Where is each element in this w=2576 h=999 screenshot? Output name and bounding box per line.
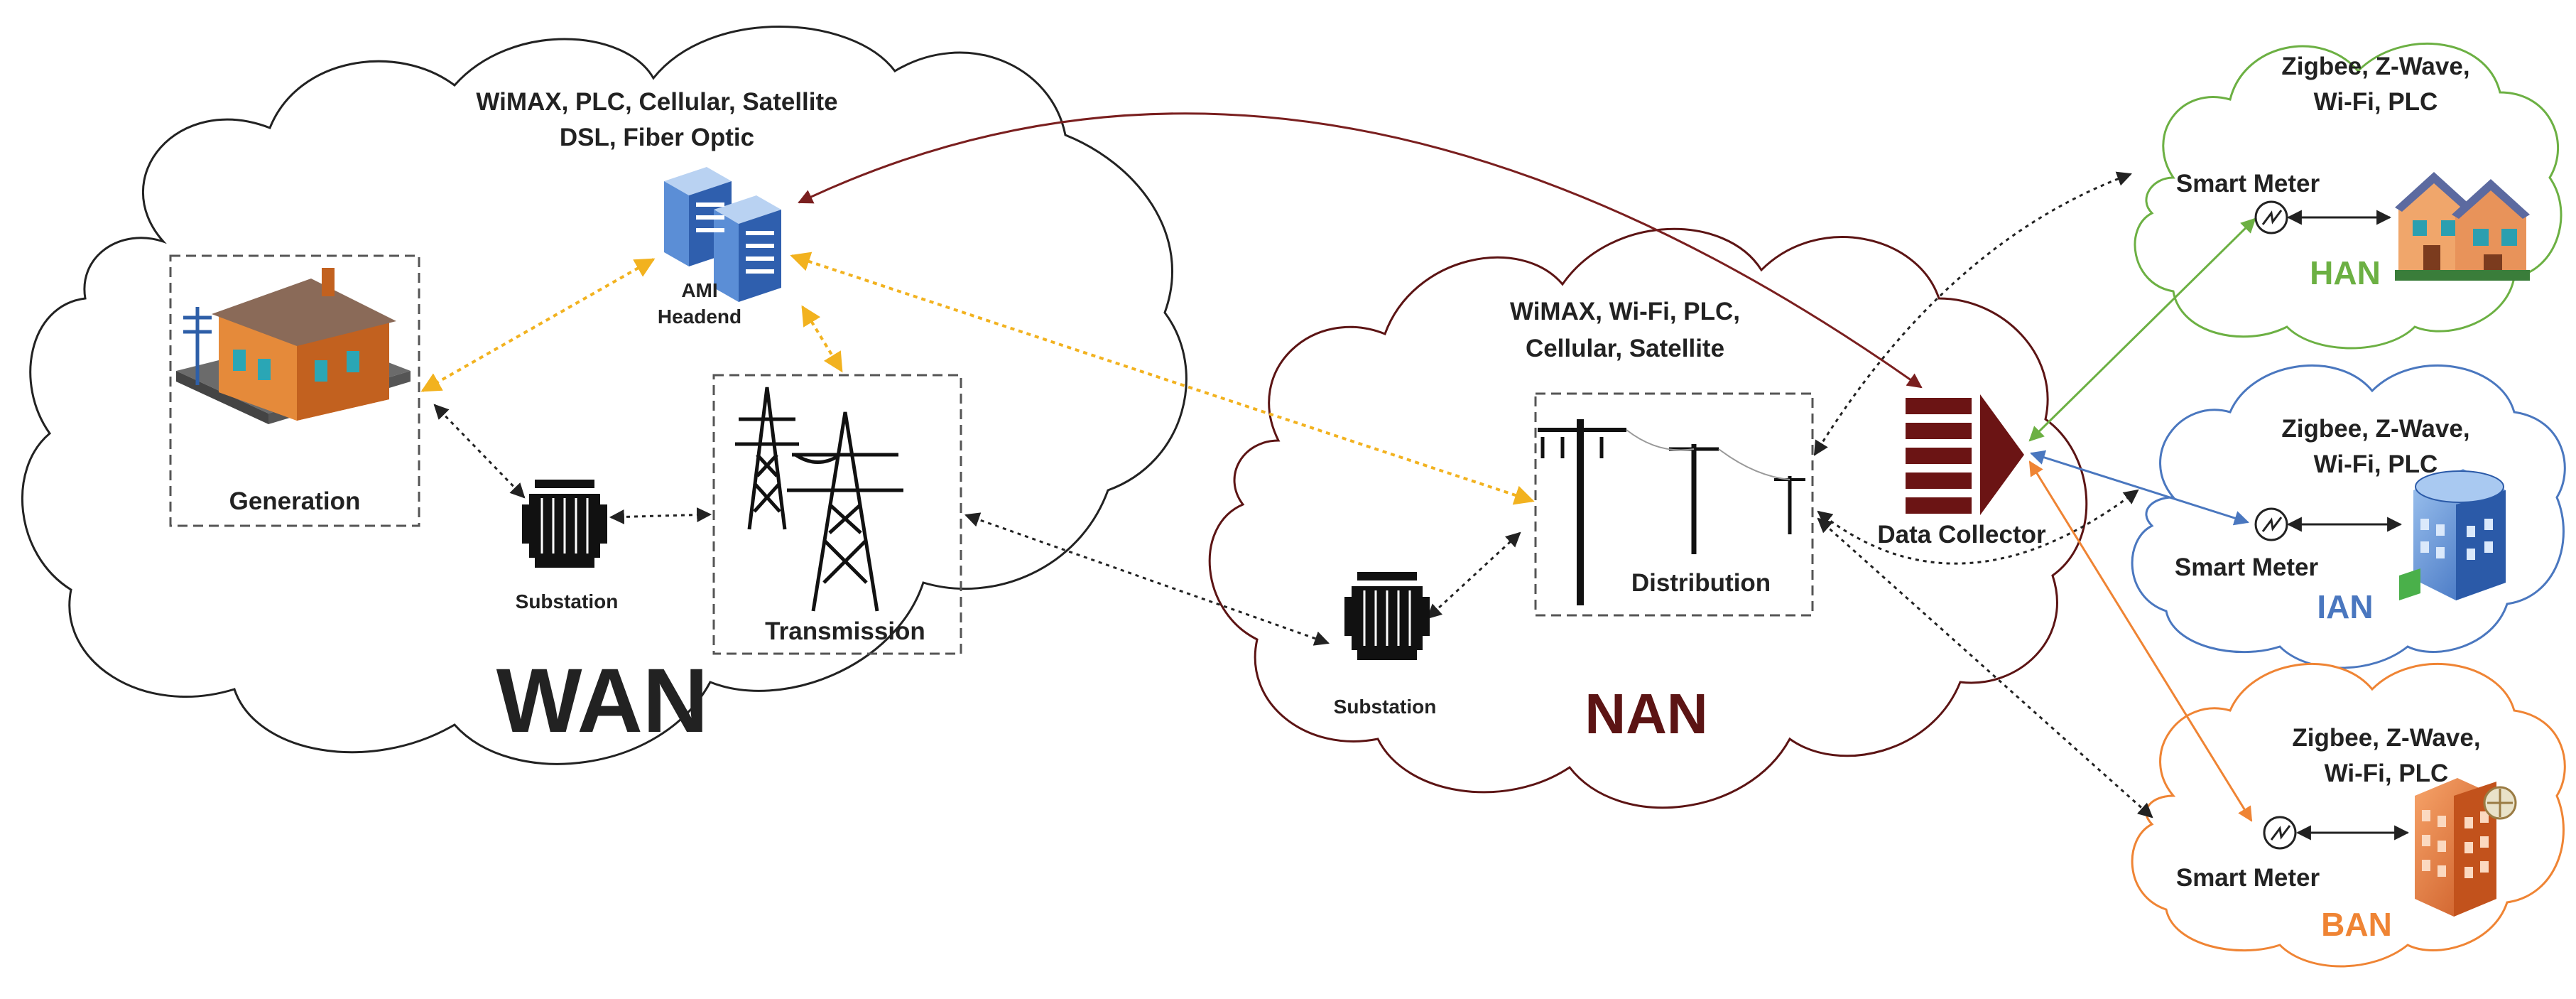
han-tech-line2: Wi-Fi, PLC bbox=[2314, 88, 2438, 116]
link-transmission-nan-substation bbox=[964, 512, 1330, 646]
link-substation-transmission bbox=[609, 507, 712, 524]
link-headend-generation bbox=[420, 258, 656, 392]
smart-meter-icon-ban bbox=[2263, 816, 2297, 850]
smart-meter-icon-han bbox=[2254, 200, 2288, 234]
han-meter-label: Smart Meter bbox=[2176, 170, 2320, 198]
nan-substation-label: Substation bbox=[1334, 696, 1437, 718]
power-plant-icon bbox=[176, 268, 411, 424]
data-collector-label: Data Collector bbox=[1877, 521, 2046, 549]
distribution-label: Distribution bbox=[1631, 569, 1771, 597]
han-tech-line1: Zigbee, Z-Wave, bbox=[2281, 53, 2469, 80]
ban-meter-label: Smart Meter bbox=[2176, 864, 2320, 892]
nan-tech-line2: Cellular, Satellite bbox=[1526, 335, 1724, 362]
ban-tech-line2: Wi-Fi, PLC bbox=[2325, 760, 2449, 787]
wan-tech-line1: WiMAX, PLC, Cellular, Satellite bbox=[476, 88, 837, 116]
transmission-box bbox=[712, 374, 962, 655]
transmission-tower-icon bbox=[735, 387, 903, 612]
ian-tech-line2: Wi-Fi, PLC bbox=[2314, 450, 2438, 478]
generation-box bbox=[169, 254, 420, 527]
ian-meter-label: Smart Meter bbox=[2175, 554, 2319, 581]
headend-label-line1: AMI bbox=[681, 279, 717, 301]
link-distribution-han bbox=[1813, 171, 2132, 456]
transmission-label: Transmission bbox=[765, 617, 925, 645]
smart-meter-icon-ian bbox=[2254, 507, 2288, 541]
utility-pole-icon bbox=[1538, 419, 1805, 605]
transformer-icon bbox=[522, 480, 607, 568]
ian-tech-line1: Zigbee, Z-Wave, bbox=[2281, 415, 2469, 443]
han-title: HAN bbox=[2310, 254, 2381, 291]
link-collector-han-meter bbox=[2028, 217, 2256, 442]
ban-tech-line1: Zigbee, Z-Wave, bbox=[2292, 724, 2480, 752]
transformer-icon-nan bbox=[1344, 572, 1430, 660]
office-building-icon bbox=[2415, 778, 2517, 917]
houses-icon bbox=[2395, 172, 2530, 281]
nan-title: NAN bbox=[1585, 682, 1707, 745]
link-collector-ban-meter bbox=[2028, 460, 2253, 822]
wan-tech-line2: DSL, Fiber Optic bbox=[560, 124, 754, 151]
wan-title: WAN bbox=[496, 650, 709, 752]
data-collector-icon bbox=[1906, 394, 2024, 515]
ban-title: BAN bbox=[2321, 906, 2392, 943]
server-rack-icon bbox=[664, 167, 781, 302]
link-generation-substation bbox=[433, 404, 526, 499]
generation-label: Generation bbox=[229, 487, 361, 515]
nan-tech-line1: WiMAX, Wi-Fi, PLC, bbox=[1510, 298, 1740, 325]
headend-label-line2: Headend bbox=[658, 306, 741, 328]
factory-building-icon bbox=[2399, 469, 2506, 600]
ian-title: IAN bbox=[2317, 588, 2373, 625]
link-headend-data-collector bbox=[798, 112, 1923, 389]
wan-substation-label: Substation bbox=[516, 590, 619, 612]
link-nan-substation-distribution bbox=[1426, 531, 1521, 620]
connectors bbox=[420, 112, 2410, 841]
